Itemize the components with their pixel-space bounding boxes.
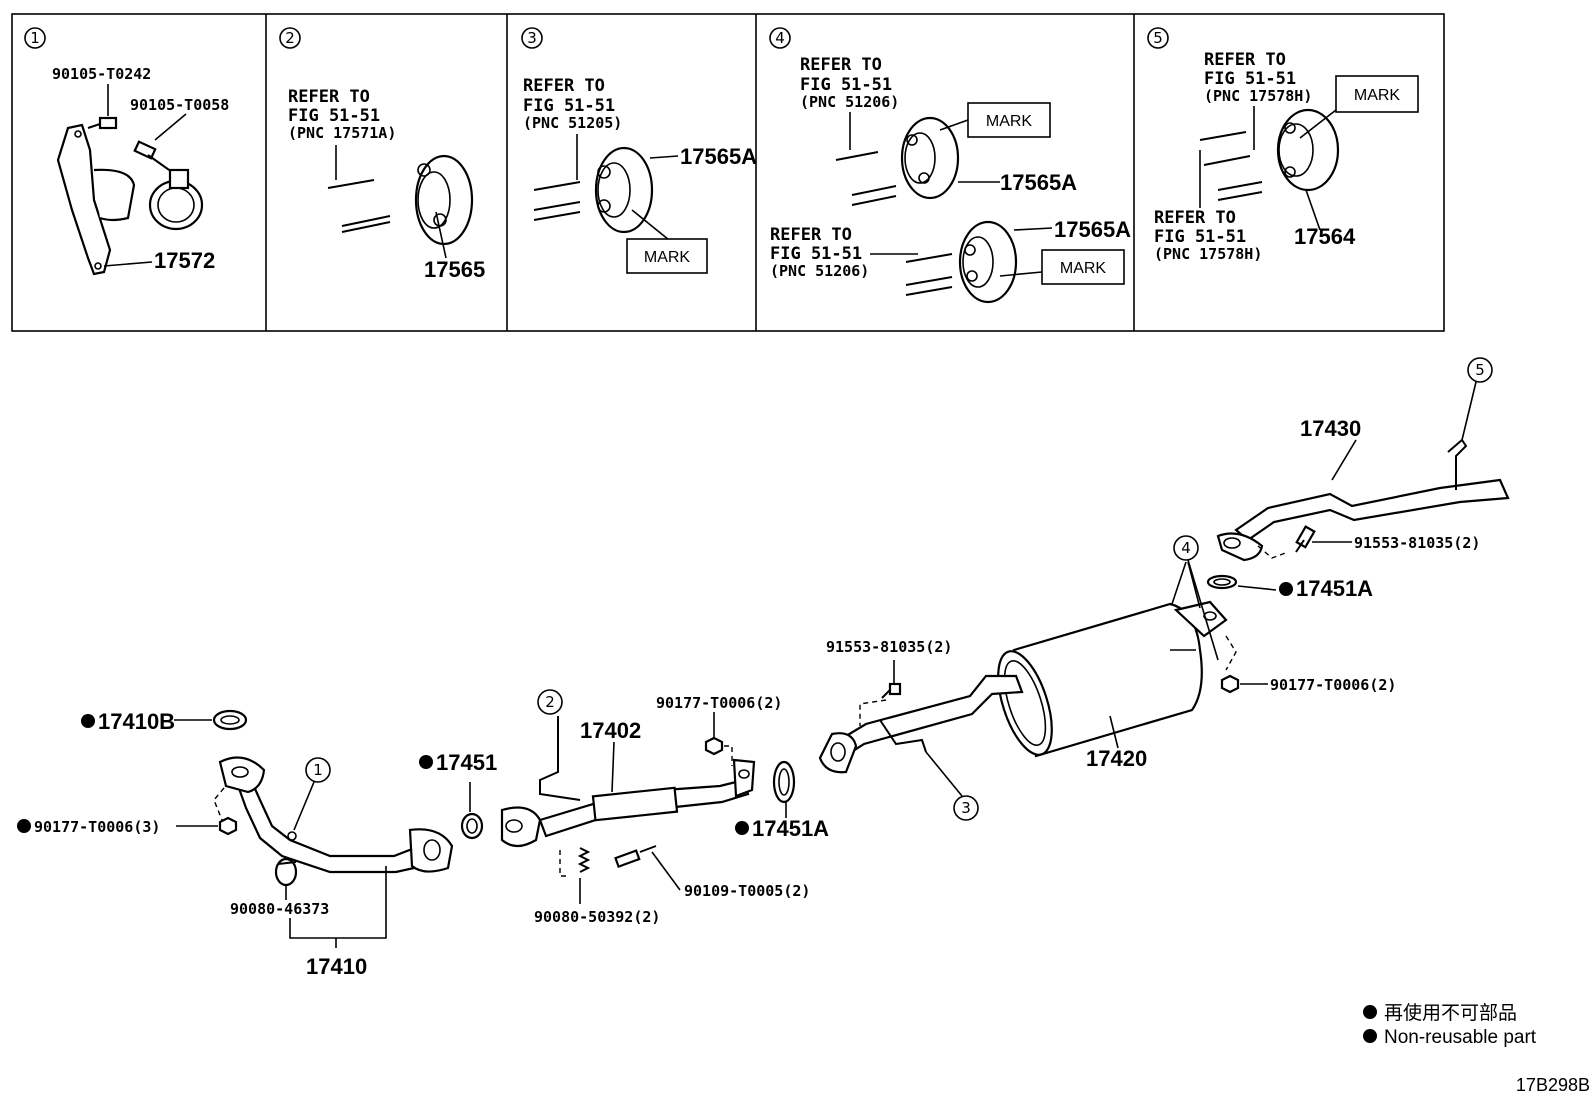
refer-pnc-line: (PNC 51206) bbox=[770, 262, 869, 280]
inset-2: 2 REFER TO FIG 51-51 (PNC 17571A) 17565 bbox=[279, 27, 485, 282]
refer-to-line: REFER TO bbox=[1204, 50, 1286, 70]
refer-to-line: REFER TO bbox=[770, 225, 852, 245]
legend-jp: 再使用不可部品 bbox=[1384, 1002, 1517, 1024]
refer-pnc-line: (PNC 51206) bbox=[800, 93, 899, 111]
refer-fig-line: FIG 51-51 bbox=[1204, 69, 1296, 89]
inset-3: 3 REFER TO FIG 51-51 (PNC 51205) 17565A … bbox=[521, 27, 757, 274]
label-90177-T0006-mid: 90177-T0006(2) bbox=[656, 694, 782, 712]
mark-label-top: MARK bbox=[986, 113, 1033, 130]
label-17402: 17402 bbox=[580, 718, 641, 743]
refer-fig-line: FIG 51-51 bbox=[1154, 227, 1246, 247]
callout-5: 5 bbox=[1475, 361, 1485, 379]
refer-fig-line: FIG 51-51 bbox=[800, 75, 892, 95]
inset-panels bbox=[11, 13, 1445, 332]
inset-1-number: 1 bbox=[30, 29, 40, 47]
refer-fig-line: FIG 51-51 bbox=[770, 244, 862, 264]
callout-2: 2 bbox=[545, 693, 555, 711]
inset-4: 4 REFER TO FIG 51-51 (PNC 51206) MARK 17… bbox=[769, 27, 1131, 304]
label-90105-T0242: 90105-T0242 bbox=[52, 65, 151, 83]
inset-1: 1 90105-T0242 90105-T0058 17572 bbox=[24, 27, 229, 276]
inset-3-number: 3 bbox=[527, 29, 537, 47]
inset-5: 5 REFER TO FIG 51-51 (PNC 17578H) MARK 1… bbox=[1147, 27, 1419, 263]
label-91553-81035-b: 91553-81035(2) bbox=[826, 638, 952, 656]
main-assembly: 17430 5 91553-81035(2) 17451A bbox=[17, 357, 1510, 979]
label-90177-T0006-right: 90177-T0006(2) bbox=[1270, 676, 1396, 694]
center-pipe-17402: 17402 2 90177-T0006(2) 17451A 90109-T000… bbox=[500, 689, 829, 926]
refer-pnc-line: (PNC 17578H) bbox=[1154, 245, 1262, 263]
mark-label: MARK bbox=[1354, 87, 1401, 104]
label-17565A-top: 17565A bbox=[1000, 170, 1077, 195]
label-17565: 17565 bbox=[424, 257, 485, 282]
mark-label: MARK bbox=[644, 249, 691, 266]
label-17565A-bottom: 17565A bbox=[1054, 217, 1131, 242]
muffler-17420: 4 90177-T0006(2) 17420 3 91553-81035(2) bbox=[818, 535, 1396, 821]
refer-to-line: REFER TO bbox=[1154, 208, 1236, 228]
label-17572: 17572 bbox=[154, 248, 215, 273]
refer-pnc-line: (PNC 17571A) bbox=[288, 124, 396, 142]
callout-3: 3 bbox=[961, 799, 971, 817]
label-90080-46373: 90080-46373 bbox=[230, 900, 329, 918]
label-17430: 17430 bbox=[1300, 416, 1361, 441]
callout-4: 4 bbox=[1181, 539, 1191, 557]
tail-pipe-17430: 17430 5 91553-81035(2) 17451A bbox=[1206, 357, 1510, 601]
label-90080-50392: 90080-50392(2) bbox=[534, 908, 660, 926]
refer-fig-line: FIG 51-51 bbox=[288, 106, 380, 126]
label-17451A-top: 17451A bbox=[1296, 576, 1373, 601]
label-17451: 17451 bbox=[436, 750, 497, 775]
label-17410B: 17410B bbox=[98, 709, 175, 734]
label-90109-T0005: 90109-T0005(2) bbox=[684, 882, 810, 900]
refer-pnc-line: (PNC 51205) bbox=[523, 114, 622, 132]
label-17565A: 17565A bbox=[680, 144, 757, 169]
inset-2-number: 2 bbox=[285, 29, 295, 47]
label-17410: 17410 bbox=[306, 954, 367, 979]
figure-code: 17B298B bbox=[1516, 1075, 1590, 1095]
label-90105-T0058: 90105-T0058 bbox=[130, 96, 229, 114]
refer-pnc-line: (PNC 17578H) bbox=[1204, 87, 1312, 105]
label-90177-T0006-left: 90177-T0006(3) bbox=[34, 818, 160, 836]
inset-5-number: 5 bbox=[1153, 29, 1163, 47]
legend-en: Non-reusable part bbox=[1384, 1027, 1537, 1048]
refer-to-line: REFER TO bbox=[800, 55, 882, 75]
refer-fig-line: FIG 51-51 bbox=[523, 96, 615, 116]
label-17564: 17564 bbox=[1294, 224, 1356, 249]
callout-1: 1 bbox=[313, 761, 323, 779]
label-17420: 17420 bbox=[1086, 746, 1147, 771]
refer-to-line: REFER TO bbox=[288, 87, 370, 107]
label-17451A-mid: 17451A bbox=[752, 816, 829, 841]
legend: 再使用不可部品 Non-reusable part bbox=[1363, 1002, 1537, 1048]
mark-label-bottom: MARK bbox=[1060, 260, 1107, 277]
front-pipe-17410: 1 17410B 17451 90177-T0006(3) 90080- bbox=[17, 709, 497, 979]
refer-to-line: REFER TO bbox=[523, 76, 605, 96]
label-91553-81035-a: 91553-81035(2) bbox=[1354, 534, 1480, 552]
inset-4-number: 4 bbox=[775, 29, 785, 47]
